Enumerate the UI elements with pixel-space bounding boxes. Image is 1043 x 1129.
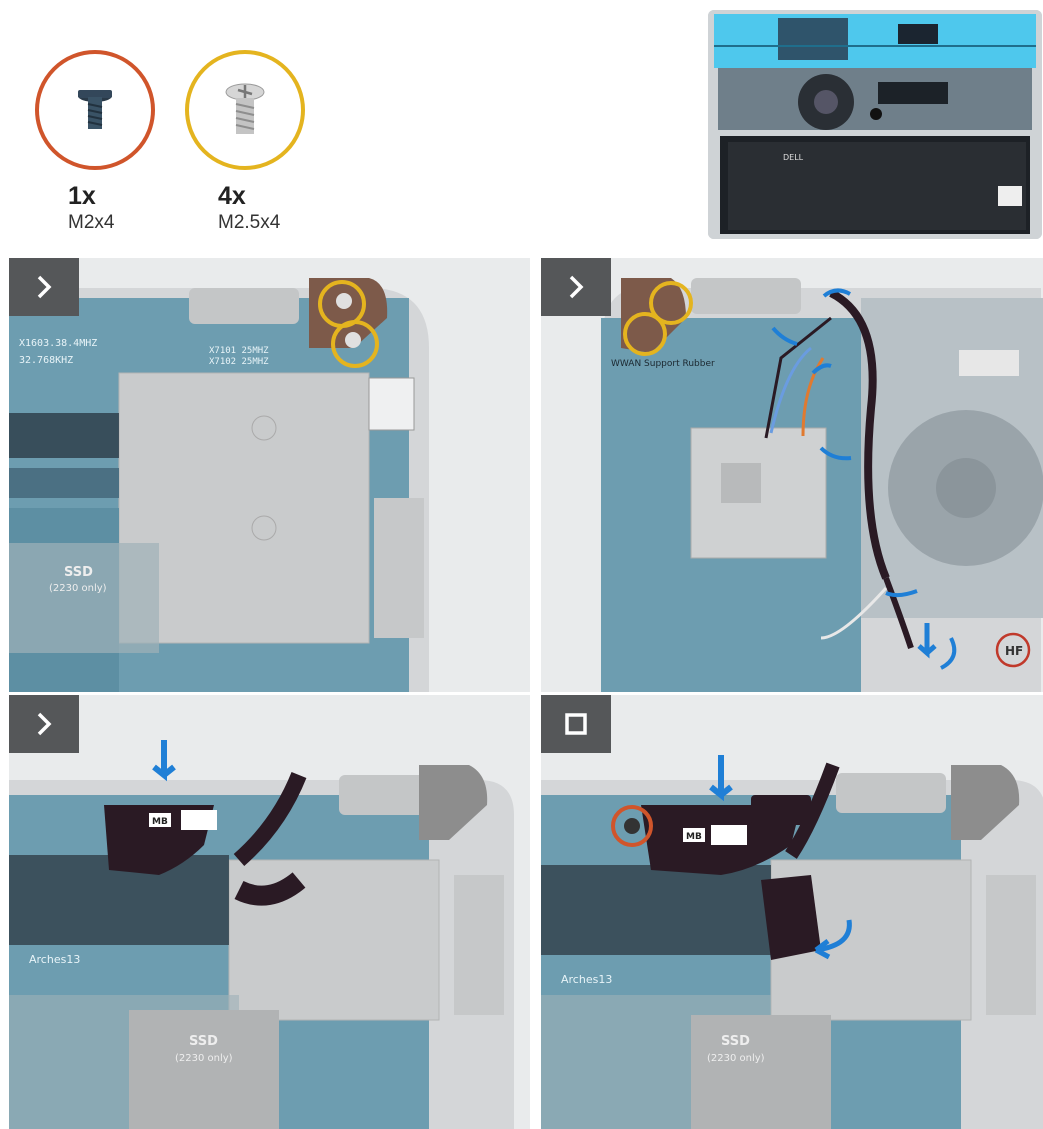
mb-label: MB xyxy=(686,832,702,842)
screw-ring-orange xyxy=(35,50,155,170)
step-done-badge xyxy=(541,695,611,753)
ssd-subtitle: (2230 only) xyxy=(707,1053,765,1064)
mb-label: MB xyxy=(152,817,168,827)
ssd-title: SSD xyxy=(64,565,93,580)
step-next-badge xyxy=(9,695,79,753)
step-panel-3: MB Arches13 SSD (2230 only) xyxy=(9,695,530,1129)
crystal-label: 32.768KHZ xyxy=(19,355,73,366)
screw-size: M2.5x4 xyxy=(218,212,318,234)
ssd-subtitle: (2230 only) xyxy=(175,1053,233,1064)
display-cable-illustration: MB Arches13 SSD (2230 only) xyxy=(9,695,530,1129)
screw-m2-5x4-icon xyxy=(189,54,301,166)
chevron-right-icon xyxy=(30,273,58,301)
arches-label: Arches13 xyxy=(561,973,612,986)
ssd-subtitle: (2230 only) xyxy=(49,583,107,594)
step-panel-2: WWAN Support Rubber HF xyxy=(541,258,1043,692)
screw-size: M2x4 xyxy=(68,212,168,234)
crystal-label: X1603.38.4MHZ xyxy=(19,338,97,349)
hinge-screws-illustration: X1603.38.4MHZ 32.768KHZ X7101 25MHZ X710… xyxy=(9,258,530,692)
screw-quantity: 4x xyxy=(218,182,318,211)
step-panel-1: X1603.38.4MHZ 32.768KHZ X7101 25MHZ X710… xyxy=(9,258,530,692)
display-cable-screw-illustration: MB Arches13 SSD (2230 only) xyxy=(541,695,1043,1129)
hf-label: HF xyxy=(1005,644,1023,658)
screw-legend-m2x4: 1x M2x4 xyxy=(30,50,160,260)
crystal-label: X7102 25MHZ xyxy=(209,357,269,367)
step-next-badge xyxy=(9,258,79,316)
ssd-title: SSD xyxy=(721,1034,750,1049)
screw-quantity: 1x xyxy=(68,182,168,211)
chevron-right-icon xyxy=(562,273,590,301)
screw-m2x4-icon xyxy=(39,54,151,166)
stop-square-icon xyxy=(562,710,590,738)
chevron-right-icon xyxy=(30,710,58,738)
wwan-label: WWAN Support Rubber xyxy=(611,359,715,369)
screw-ring-yellow xyxy=(185,50,305,170)
antenna-routing-illustration: WWAN Support Rubber HF xyxy=(541,258,1043,692)
step-next-badge xyxy=(541,258,611,316)
crystal-label: X7101 25MHZ xyxy=(209,346,269,356)
screw-legend-m2-5x4: 4x M2.5x4 xyxy=(180,50,310,260)
brand-text: DELL xyxy=(783,153,804,162)
arches-label: Arches13 xyxy=(29,953,80,966)
ssd-title: SSD xyxy=(189,1034,218,1049)
step-panel-4: MB Arches13 SSD (2230 only) xyxy=(541,695,1043,1129)
system-overview-thumbnail: DELL xyxy=(708,10,1042,239)
